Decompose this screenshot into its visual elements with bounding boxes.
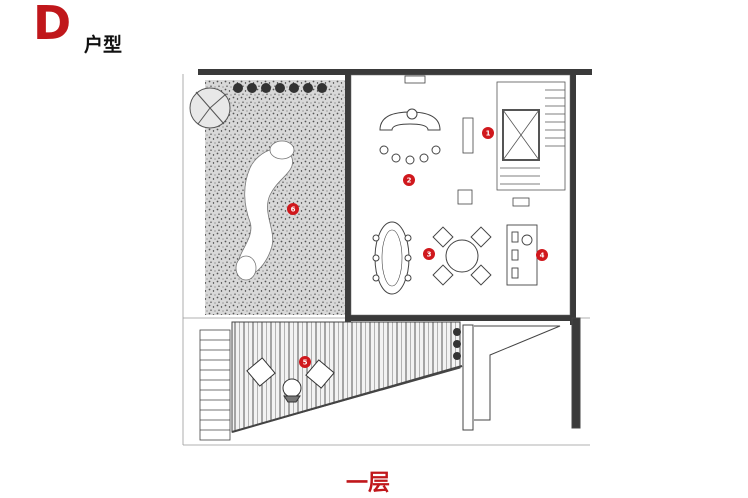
planter-strip: [453, 328, 461, 360]
staircase: [496, 81, 566, 191]
kitchen-counter: [506, 224, 538, 286]
marker-4: 4: [536, 249, 548, 261]
bar-counter: [379, 108, 441, 165]
floor-label: 一层: [346, 471, 391, 496]
tree-icon: [189, 87, 231, 129]
cabinet: [457, 189, 473, 205]
marker-6-label: 6: [291, 206, 296, 214]
marker-4-label: 4: [540, 252, 545, 260]
gravel-garden: [205, 80, 345, 315]
marker-3-label: 3: [427, 251, 432, 259]
round-table: [432, 226, 492, 286]
deck-edge-line: [231, 365, 463, 433]
cabinet: [512, 197, 530, 207]
marker-5: 5: [299, 356, 311, 368]
marker-5-label: 5: [303, 359, 308, 367]
lounge-set: [246, 357, 335, 403]
marker-3: 3: [423, 248, 435, 260]
marker-2-label: 2: [407, 177, 412, 185]
marker-1: 1: [482, 127, 494, 139]
top-wall: [198, 69, 592, 75]
marker-6: 6: [287, 203, 299, 215]
cabinet: [462, 117, 474, 154]
dining-table: [372, 221, 412, 295]
stepping-stone-path: [237, 148, 293, 275]
unit-letter: D: [33, 0, 72, 50]
marker-1-label: 1: [486, 130, 491, 138]
exterior-stairs: [199, 329, 231, 441]
wall-fixture: [404, 75, 426, 84]
stepping-stone: [269, 140, 295, 160]
marker-2: 2: [403, 174, 415, 186]
stepping-stone: [235, 255, 257, 281]
unit-type-label: 户型: [84, 34, 123, 56]
wood-deck: [231, 321, 461, 433]
side-structure: [462, 317, 581, 431]
shrub-row: [233, 83, 327, 93]
